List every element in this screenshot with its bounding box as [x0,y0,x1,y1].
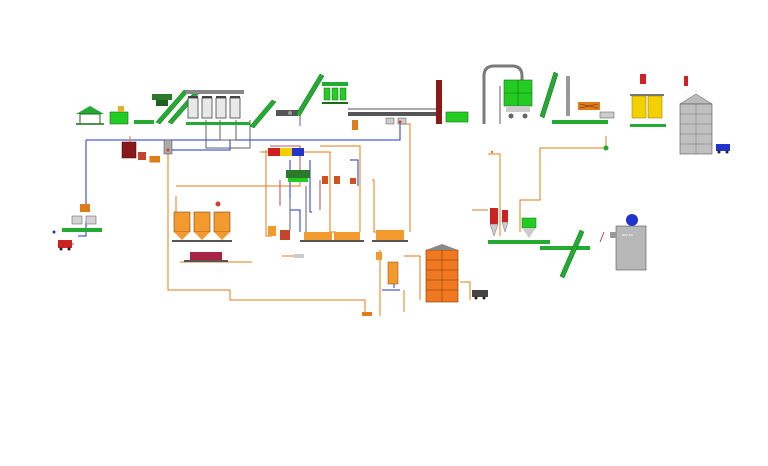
expeller-room [121,141,160,162]
green-tank-horizontal [445,111,469,123]
grey-process-lines [205,86,501,236]
inclined-conveyor-5 [539,71,559,119]
yellow-vessels [630,74,666,127]
dehuller-unit [276,110,298,116]
fine-feeder [599,111,615,119]
red-process-lines [66,145,605,245]
feed-conveyor-1 [134,120,154,124]
finished-oil-warehouse [425,244,459,303]
seed-bins-left [62,204,102,232]
truck-red [58,240,72,251]
storage-silos [186,90,244,119]
bucket-elevator-arch [482,64,524,124]
filter-press [286,170,310,182]
cooker-column [436,80,442,124]
silo-discharge-conveyor [186,122,250,125]
long-belt-conveyor [348,108,440,116]
oil-storage-tanks [172,211,232,242]
boiler-unit: BOILER [610,214,647,271]
reception-hopper [109,106,129,125]
extractor-vessel [503,79,533,119]
heater-bank [268,148,304,156]
meal-conveyor [488,240,590,250]
small-tanks [322,120,358,184]
inclined-conveyor-6 [559,229,585,279]
brick-storehouse [679,76,713,155]
boiler-label: BOILER [622,233,633,237]
inclined-conveyor-4 [295,73,325,117]
inclined-conveyor-3 [249,99,277,129]
discharge-conveyor-2 [552,120,608,124]
weighbridge-house [76,106,104,125]
deodorizer-column [362,252,399,316]
cyclone-pair [385,117,407,125]
steam-pipe-network [78,122,401,291]
flaker-bins [322,82,348,104]
grey-filter-unit [163,139,173,155]
steam-tower [566,76,600,116]
desolventiser [489,208,509,237]
truck-blue [716,144,730,154]
pipe-junctions [52,120,609,234]
truck-dark [472,290,488,300]
meal-cooler [521,217,537,238]
centre-tanks [268,226,408,258]
bleaching-filter [184,252,228,262]
cleaning-screen [152,94,172,106]
